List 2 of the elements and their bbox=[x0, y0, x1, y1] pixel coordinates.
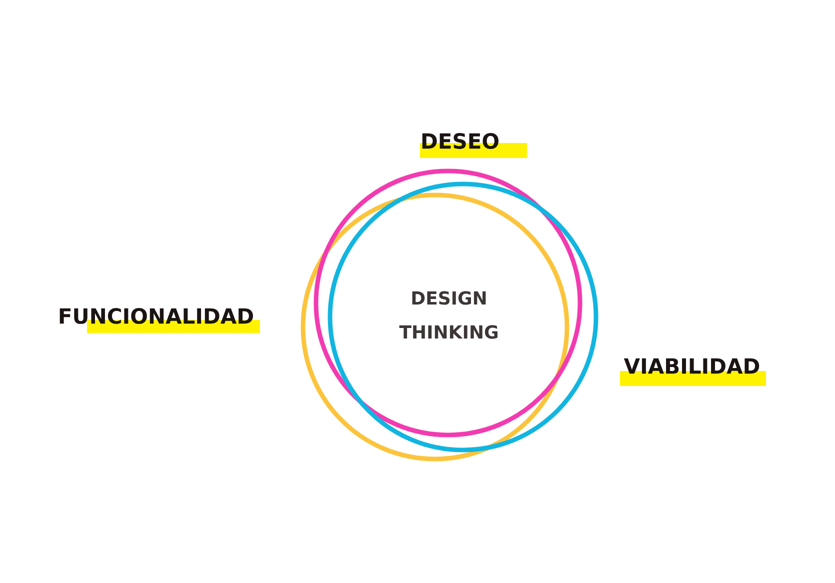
center-title: DESIGN THINKING bbox=[399, 291, 498, 339]
highlighted-label: VIABILIDAD bbox=[620, 358, 766, 386]
